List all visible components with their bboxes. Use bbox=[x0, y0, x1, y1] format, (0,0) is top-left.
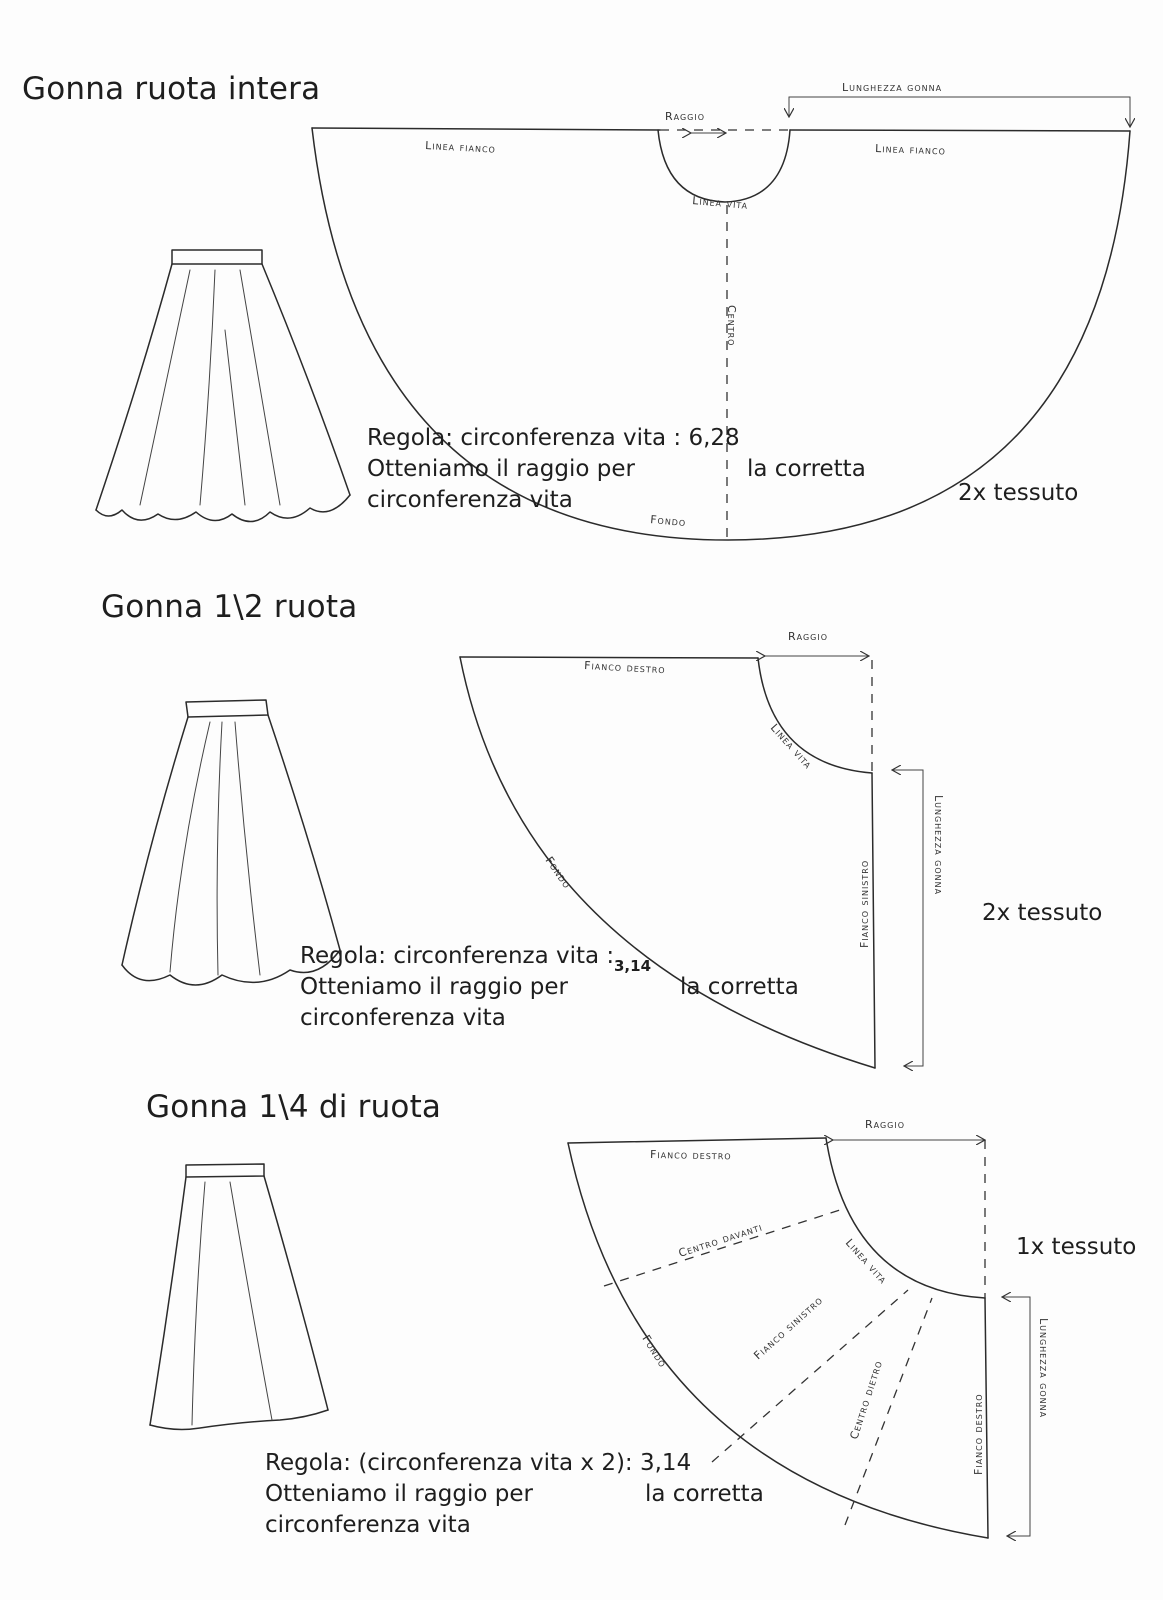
rule-divisor: 3,14 bbox=[614, 957, 652, 975]
waist-curve-2 bbox=[757, 657, 873, 774]
label-fianco-sinistro-3: Fianco sinistro bbox=[751, 1294, 825, 1363]
top-side-line bbox=[567, 1137, 827, 1144]
title-half-circle: Gonna 1\2 ruota bbox=[101, 589, 358, 625]
rule-line-3: circonferenza vita bbox=[367, 487, 573, 513]
label-lunghezza-gonna-1: Lunghezza gonna bbox=[842, 81, 942, 94]
label-centro-dietro: Centro dietro bbox=[847, 1359, 885, 1441]
full-circle-skirt-sketch bbox=[95, 249, 351, 523]
title-quarter-circle: Gonna 1\4 di ruota bbox=[146, 1089, 442, 1125]
label-linea-vita-2: Linea vita bbox=[768, 721, 815, 771]
label-raggio-1: Raggio bbox=[665, 110, 705, 123]
fabric-quarter-circle: 1x tessuto bbox=[1016, 1234, 1137, 1260]
label-fianco-destro-2: Fianco destro bbox=[584, 659, 666, 676]
rule-line-3: circonferenza vita bbox=[300, 1005, 506, 1031]
label-fondo-3: Fondo bbox=[639, 1333, 669, 1370]
hem-curve bbox=[311, 127, 1131, 541]
label-linea-vita-3: Linea vita bbox=[843, 1236, 890, 1286]
title-full-circle: Gonna ruota intera bbox=[22, 71, 321, 107]
full-circle-pattern bbox=[311, 96, 1131, 541]
hip-line-right bbox=[789, 129, 1131, 132]
quarter-circle-skirt-sketch bbox=[149, 1163, 329, 1431]
centro-dietro-line bbox=[844, 1297, 933, 1526]
waist-curve bbox=[657, 129, 791, 203]
rule-line-1: Regola: circonferenza vita : 6,28 bbox=[367, 425, 740, 451]
hem-curve-3 bbox=[567, 1142, 989, 1539]
label-linea-fianco-right: Linea fianco bbox=[875, 142, 946, 157]
hem-curve-2 bbox=[459, 656, 876, 1069]
rule-line-1: Regola: circonferenza vita : bbox=[300, 943, 615, 969]
fabric-full-circle: 2x tessuto bbox=[958, 480, 1079, 506]
rule-full-circle: Regola: circonferenza vita : 6,28 Otteni… bbox=[367, 423, 866, 516]
label-centro-1: Centro bbox=[725, 305, 738, 346]
waist-curve-3 bbox=[825, 1137, 986, 1299]
label-fianco-sinistro-2: Fianco sinistro bbox=[858, 860, 871, 948]
quarter-circle-pattern bbox=[567, 1137, 1031, 1539]
centro-davanti-line bbox=[603, 1207, 847, 1287]
rule-half-circle: Regola: circonferenza vita : Otteniamo i… bbox=[300, 941, 799, 1034]
fabric-half-circle: 2x tessuto bbox=[982, 900, 1103, 926]
label-raggio-2: Raggio bbox=[788, 630, 828, 643]
label-centro-davanti: Centro davanti bbox=[677, 1220, 764, 1259]
label-linea-fianco-left: Linea fianco bbox=[425, 139, 496, 156]
rule-line-1: Regola: (circonferenza vita x 2): 3,14 bbox=[265, 1450, 692, 1476]
hip-line-left bbox=[311, 127, 661, 131]
label-lunghezza-gonna-3: Lunghezza gonna bbox=[1037, 1318, 1050, 1418]
half-circle-pattern bbox=[459, 656, 924, 1069]
left-side-line bbox=[871, 772, 876, 1069]
rule-line-3: circonferenza vita bbox=[265, 1512, 471, 1538]
label-lunghezza-gonna-2: Lunghezza gonna bbox=[932, 795, 945, 895]
right-side-line bbox=[459, 656, 759, 659]
label-fianco-destro-side-3: Fianco destro bbox=[972, 1393, 985, 1475]
side-line-3 bbox=[984, 1297, 989, 1539]
label-raggio-3: Raggio bbox=[865, 1118, 905, 1131]
label-fondo-1: Fondo bbox=[650, 513, 687, 529]
label-fondo-2: Fondo bbox=[543, 854, 574, 891]
half-circle-skirt-sketch bbox=[121, 699, 341, 986]
label-fianco-destro-top-3: Fianco destro bbox=[650, 1148, 732, 1162]
label-linea-vita-1: Linea vita bbox=[692, 194, 749, 212]
rule-quarter-circle: Regola: (circonferenza vita x 2): 3,14 O… bbox=[265, 1448, 764, 1541]
